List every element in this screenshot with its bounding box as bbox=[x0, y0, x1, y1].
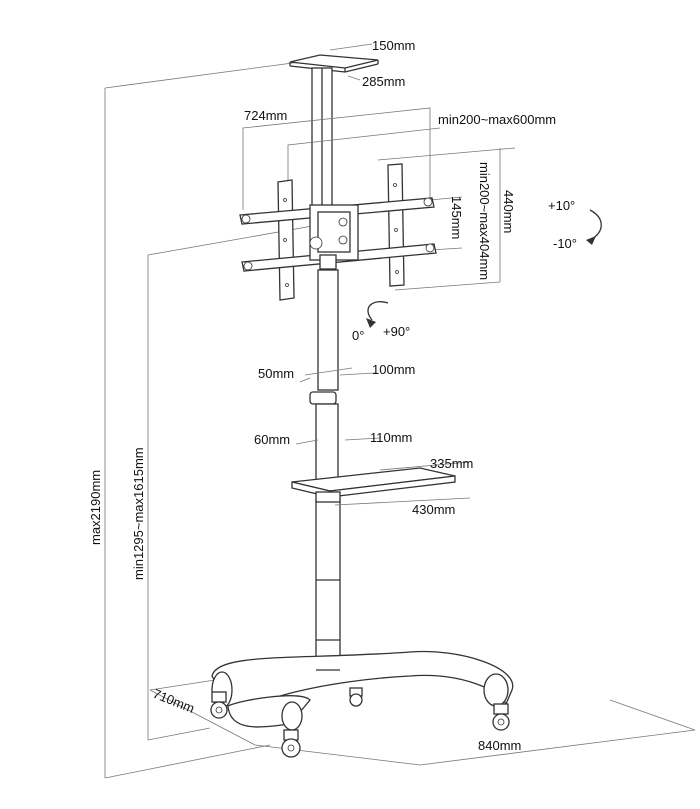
label-column-lower-depth: 60mm bbox=[254, 432, 290, 447]
base bbox=[211, 650, 514, 731]
column-clamp-lower bbox=[295, 437, 381, 445]
dimension-labels: 150mm 285mm 724mm min200~max600mm min200… bbox=[88, 38, 556, 753]
caster-wheels bbox=[210, 687, 510, 758]
column-clamp-upper bbox=[299, 367, 376, 383]
caster-back bbox=[349, 687, 363, 707]
height-dimension-lines bbox=[104, 61, 319, 779]
label-vesa-vertical: min200~max404mm bbox=[477, 162, 492, 280]
label-bracket-width: 724mm bbox=[244, 108, 287, 123]
label-arm-spacing: 145mm bbox=[449, 196, 464, 239]
label-shelf-width: 430mm bbox=[412, 502, 455, 517]
shelf bbox=[291, 461, 471, 506]
label-column-upper-width: 100mm bbox=[372, 362, 415, 377]
label-base-depth: 710mm bbox=[151, 686, 197, 716]
caster-front-left bbox=[210, 691, 228, 719]
label-column-lower-width: 110mm bbox=[370, 430, 412, 445]
caster-front-center bbox=[281, 729, 301, 758]
label-base-width: 840mm bbox=[478, 738, 521, 753]
label-rotate-zero: 0° bbox=[352, 328, 364, 343]
label-tilt-up: +10° bbox=[548, 198, 575, 213]
column bbox=[309, 67, 341, 673]
vesa-bracket bbox=[239, 163, 437, 301]
label-shelf-depth: 335mm bbox=[430, 456, 473, 471]
caster-right bbox=[492, 703, 510, 731]
tilt-arrow-icon bbox=[586, 209, 602, 245]
label-vesa-horizontal: min200~max600mm bbox=[438, 112, 556, 127]
label-bracket-height: 440mm bbox=[501, 190, 516, 233]
label-tilt-down: -10° bbox=[553, 236, 577, 251]
label-top-plate-width: 150mm bbox=[372, 38, 415, 53]
label-mount-height: min1295~max1615mm bbox=[131, 447, 146, 580]
label-rotate-max: +90° bbox=[383, 324, 410, 339]
label-total-height: max2190mm bbox=[88, 470, 103, 545]
label-column-upper-depth: 50mm bbox=[258, 366, 294, 381]
floor-outline bbox=[149, 679, 696, 766]
rotation-arrow-icon bbox=[366, 301, 389, 328]
label-top-plate-depth: 285mm bbox=[362, 74, 405, 89]
angle-labels: +10° -10° 0° +90° bbox=[352, 198, 577, 343]
